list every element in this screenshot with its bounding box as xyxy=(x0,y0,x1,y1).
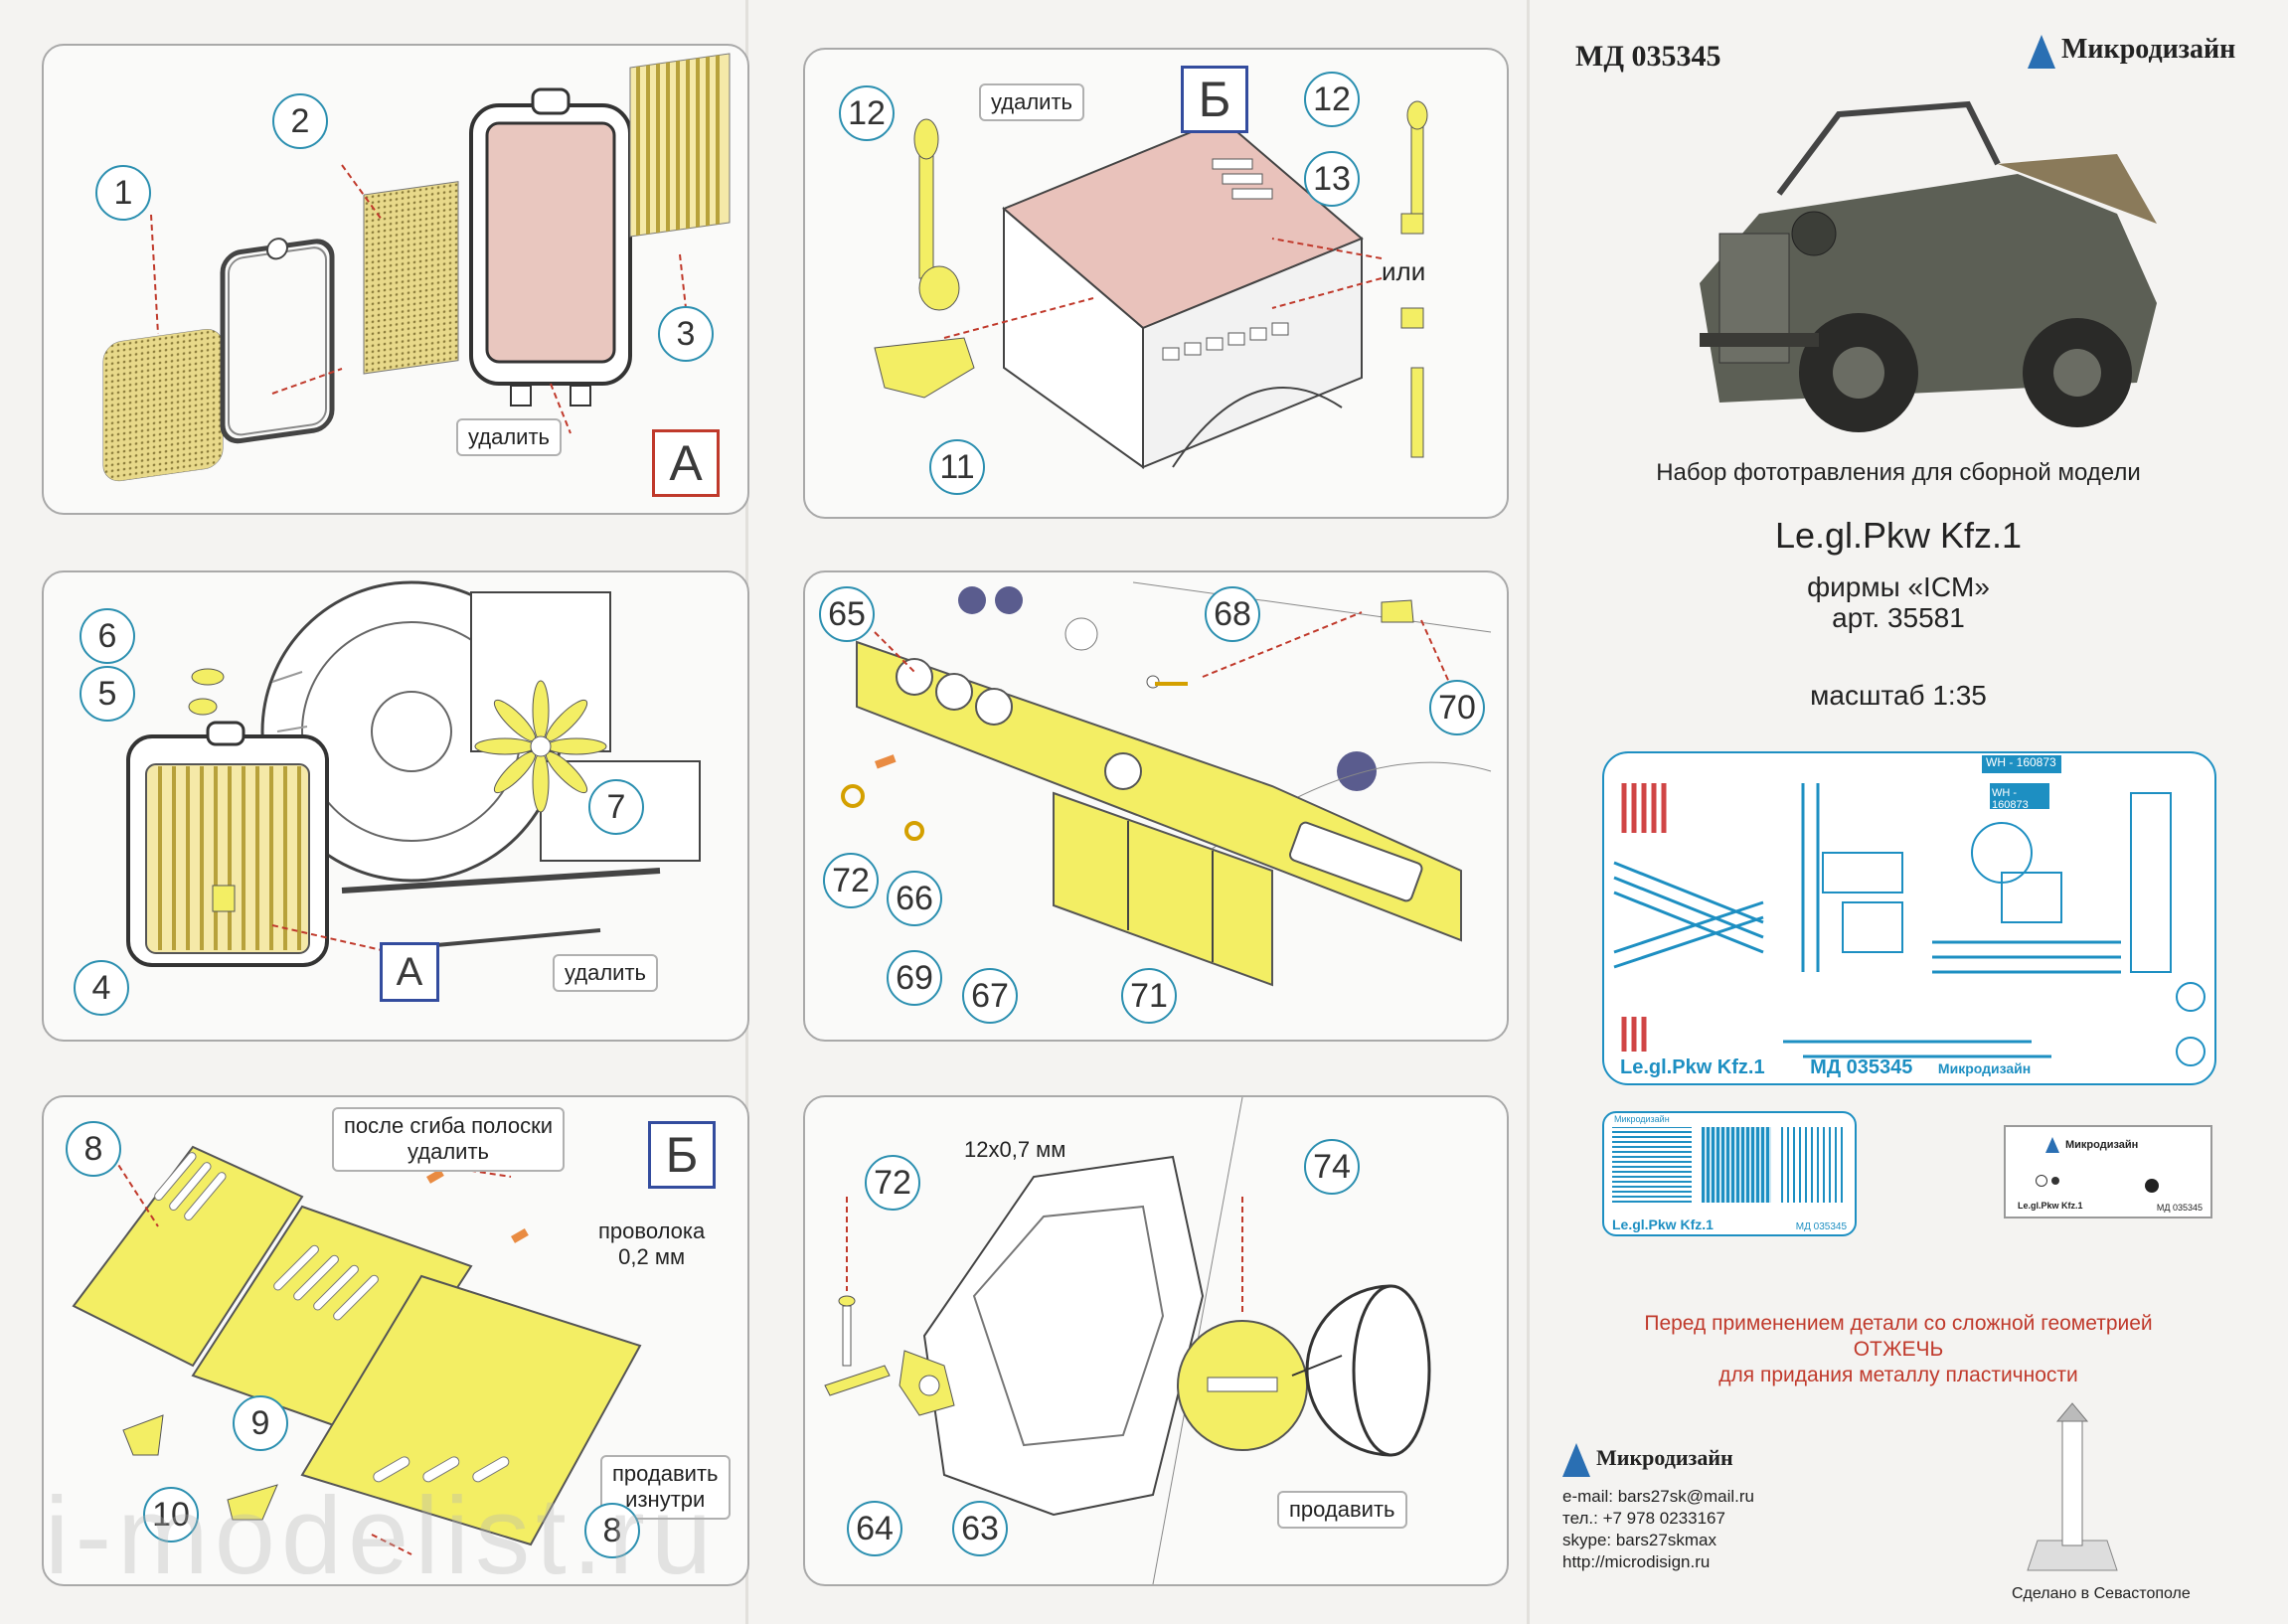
callout-part-2: 2 xyxy=(272,93,328,149)
callout-part-11: 11 xyxy=(929,439,985,495)
section-letter-b: Б xyxy=(1181,66,1248,133)
logo-triangle-icon xyxy=(1562,1443,1590,1477)
callout-part-13: 13 xyxy=(1304,151,1360,207)
fret-main-label: Le.gl.Pkw Kfz.1 МД 035345 Микродизайн xyxy=(1620,1056,2031,1079)
hood-side-drawing xyxy=(874,100,1428,469)
brand-name: Микродизайн xyxy=(2061,34,2236,65)
monument-drawing xyxy=(2027,1402,2118,1571)
callout-part-71: 71 xyxy=(1121,968,1177,1024)
contacts-brand-name: Микродизайн xyxy=(1596,1445,1733,1471)
fret-main-drawing xyxy=(1613,755,2206,1066)
engine-fan-drawing xyxy=(126,580,701,967)
callout-part-74: 74 xyxy=(1304,1139,1360,1195)
callout-part-68: 68 xyxy=(1205,586,1260,642)
fret-mesh-swatch xyxy=(1781,1127,1847,1203)
callout-part-64: 64 xyxy=(847,1501,902,1556)
fret-small-label: Le.gl.Pkw Kfz.1 xyxy=(1612,1217,1714,1232)
decal-mark xyxy=(2036,1175,2047,1187)
made-in-label: Сделано в Севастополе xyxy=(2012,1585,2191,1602)
vehicle-photo xyxy=(1640,84,2177,442)
callout-part-10: 10 xyxy=(143,1487,199,1543)
section-letter-a: A xyxy=(380,942,439,1002)
bend-remove-note: после сгиба полоски удалить xyxy=(332,1107,565,1172)
seat-headlight-drawing xyxy=(824,1097,1431,1584)
decal-label: Le.gl.Pkw Kfz.1 xyxy=(2018,1201,2083,1211)
fret-mesh-swatch xyxy=(1612,1127,1692,1203)
callout-part-72: 72 xyxy=(865,1155,920,1211)
decal-sheet: Микродизайн Le.gl.Pkw Kfz.1 МД 035345 xyxy=(2004,1125,2212,1218)
decal-brand: Микродизайн xyxy=(2065,1139,2139,1151)
callout-part-63: 63 xyxy=(952,1501,1008,1556)
callout-part-3: 3 xyxy=(658,306,714,362)
panel-seat-headlight: 72 12х0,7 мм 74 64 63 продавить xyxy=(803,1095,1509,1586)
fret-label-code: МД 035345 xyxy=(1810,1056,1913,1078)
model-name: Le.gl.Pkw Kfz.1 xyxy=(1774,515,2023,556)
anneal-warning-line1: Перед применением детали со сложной геом… xyxy=(1644,1312,2153,1335)
logo-triangle-icon xyxy=(2028,34,2055,69)
callout-part-12: 12 xyxy=(1304,72,1360,127)
fret-label-brand: Микродизайн xyxy=(1937,1060,2032,1076)
product-code: МД 035345 xyxy=(1575,40,1721,73)
callout-part-66: 66 xyxy=(887,871,942,926)
anneal-warning-line3: для придания металлу пластичности xyxy=(1718,1364,2078,1386)
dashboard-drawing xyxy=(841,581,1492,987)
kit-subtitle: Набор фототравления для сборной модели xyxy=(1656,459,2141,486)
callout-part-5: 5 xyxy=(80,666,135,722)
panel-dashboard: 65 68 70 72 66 69 67 71 xyxy=(803,570,1509,1042)
remove-note: удалить xyxy=(553,954,659,993)
fret-label-model: Le.gl.Pkw Kfz.1 xyxy=(1620,1056,1765,1078)
callout-part-69: 69 xyxy=(887,950,942,1006)
model-scale: масштаб 1:35 xyxy=(1810,680,1987,711)
solder-note: продавить xyxy=(1277,1491,1407,1530)
radiator-exploded-drawing xyxy=(102,53,731,482)
model-article: арт. 35581 xyxy=(1832,602,1965,633)
contact-phone: тел.: +7 978 0233167 xyxy=(1562,1509,1725,1528)
hood-top-drawing xyxy=(72,1145,642,1555)
panel-engine-fan: 6 5 7 4 A удалить xyxy=(42,570,749,1042)
page-fold xyxy=(1527,0,1530,1624)
decal-mark xyxy=(2051,1177,2059,1185)
section-letter-b: Б xyxy=(648,1121,716,1189)
or-label: или xyxy=(1382,256,1426,286)
decal-code: МД 035345 xyxy=(2156,1203,2203,1213)
contact-website: http://microdisign.ru xyxy=(1562,1552,1711,1571)
callout-part-9: 9 xyxy=(233,1395,288,1451)
callout-part-7: 7 xyxy=(588,779,644,835)
brand-logo: Микродизайн xyxy=(2028,34,2235,69)
panel-radiator-grille: 1 2 3 удалить A xyxy=(42,44,749,515)
fret-plate-text: WH - 160873 xyxy=(1986,755,2056,769)
contacts-brand: Микродизайн xyxy=(1562,1443,1733,1477)
contact-email: e-mail: bars27sk@mail.ru xyxy=(1562,1487,1754,1506)
fret-main: WH - 160873 WH - 160873 Le.gl.Pkw Kfz.1 … xyxy=(1602,751,2216,1085)
wire-note: проволока 0,2 мм xyxy=(598,1218,706,1270)
logo-triangle-icon xyxy=(2045,1137,2059,1153)
callout-part-8: 8 xyxy=(584,1503,640,1558)
fret-small-code: МД 035345 xyxy=(1795,1221,1847,1232)
panel-hood-side: 12 удалить Б 12 13 или 11 xyxy=(803,48,1509,519)
model-maker: фирмы «ICM» xyxy=(1807,571,1990,602)
callout-part-65: 65 xyxy=(819,586,875,642)
remove-note: удалить xyxy=(979,83,1085,122)
callout-part-6: 6 xyxy=(80,608,135,664)
decal-mark xyxy=(2145,1179,2159,1193)
fret-plate-text: WH - 160873 xyxy=(1992,787,2029,811)
fret-small: Микродизайн Le.gl.Pkw Kfz.1 МД 035345 xyxy=(1602,1111,1857,1236)
callout-part-4: 4 xyxy=(74,960,129,1016)
remove-note: удалить xyxy=(456,418,563,457)
section-letter-a: A xyxy=(652,429,720,497)
anneal-warning-line2: ОТЖЕЧЬ xyxy=(1853,1338,1944,1361)
fret-small-brand: Микродизайн xyxy=(1614,1114,1670,1124)
callout-part-8: 8 xyxy=(66,1121,121,1177)
callout-part-72: 72 xyxy=(823,853,879,908)
callout-part-67: 67 xyxy=(962,968,1018,1024)
callout-part-12: 12 xyxy=(839,85,895,141)
callout-part-70: 70 xyxy=(1429,680,1485,735)
fret-mesh-swatch xyxy=(1702,1127,1771,1203)
dimension-note: 12х0,7 мм xyxy=(964,1137,1066,1162)
callout-part-1: 1 xyxy=(95,165,151,221)
contact-skype: skype: bars27skmax xyxy=(1562,1531,1716,1549)
panel-hood-top: 8 после сгиба полоски удалить Б проволок… xyxy=(42,1095,749,1586)
